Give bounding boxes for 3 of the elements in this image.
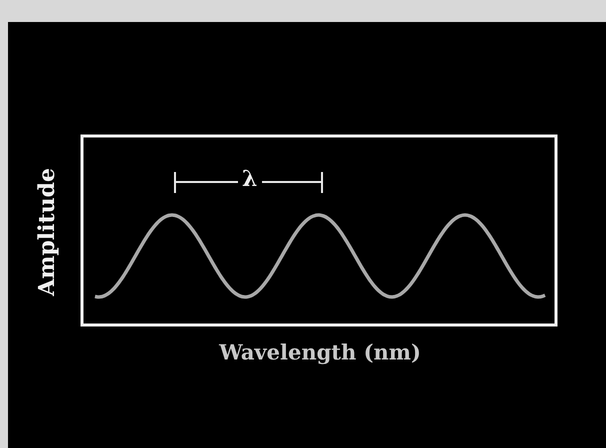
axis-label: Amplitude xyxy=(34,168,60,296)
wavelength-symbol: λ xyxy=(242,168,258,190)
axis-label: Wavelength (nm) xyxy=(219,340,421,364)
